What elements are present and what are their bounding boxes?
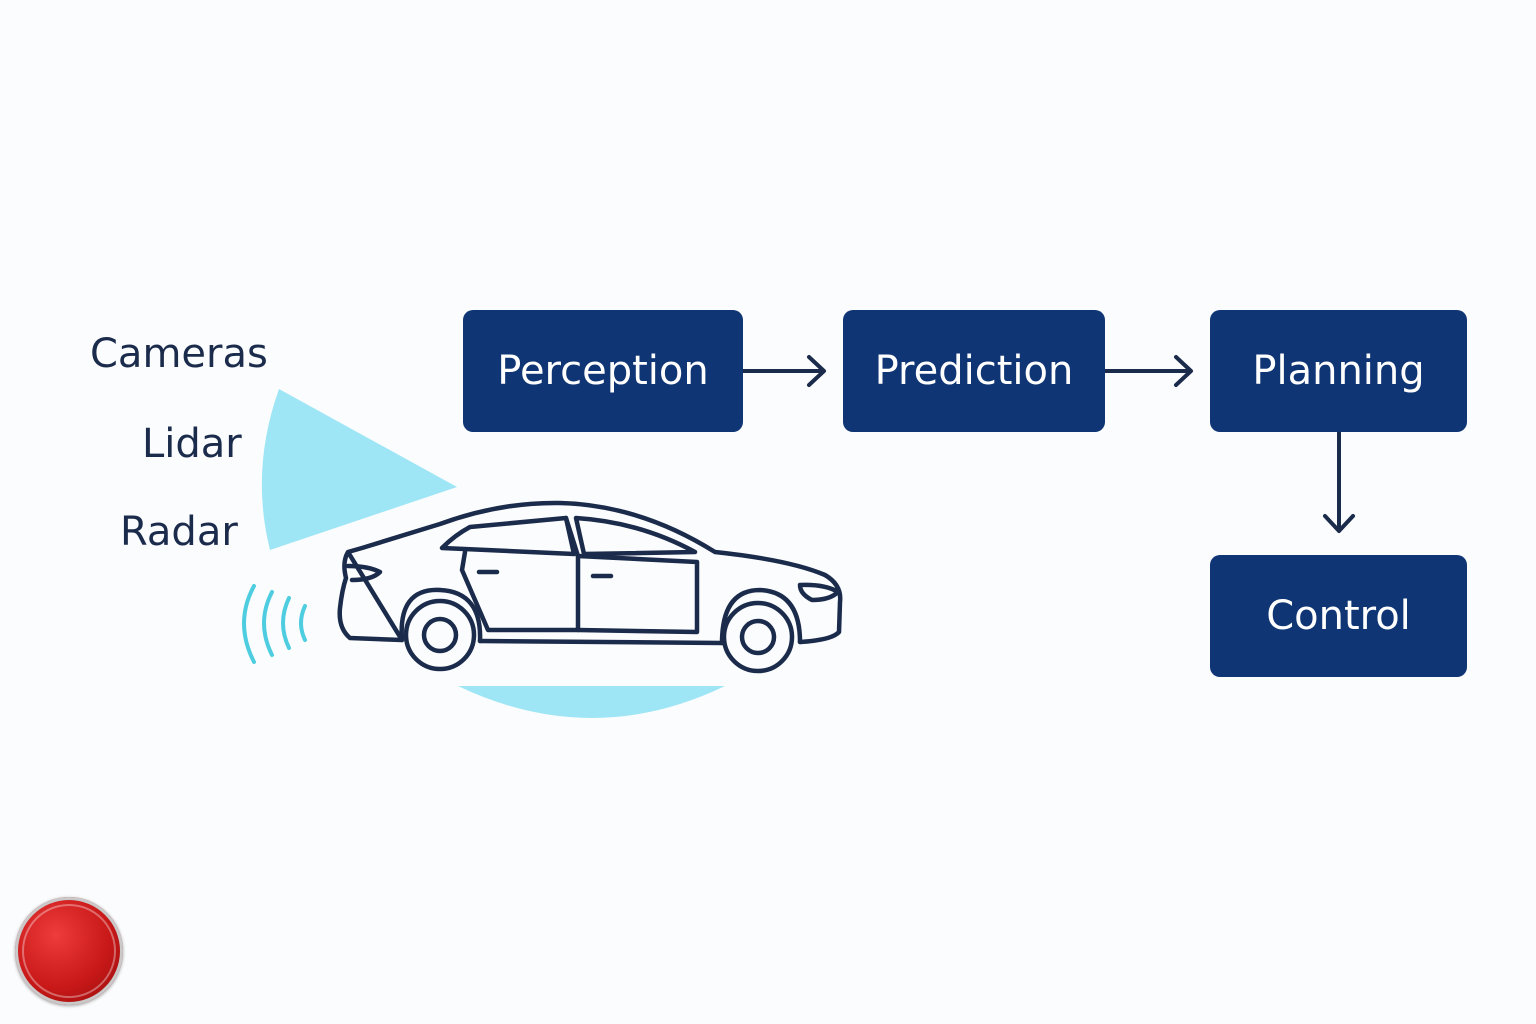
pipeline-arrows xyxy=(741,355,1355,533)
stage-perception: Perception xyxy=(463,310,743,432)
lidar-ground-arc xyxy=(458,686,725,718)
radar-waves-icon xyxy=(242,584,307,664)
sensor-label-cameras: Cameras xyxy=(90,331,268,377)
stage-control: Control xyxy=(1210,555,1467,677)
sensor-label-lidar: Lidar xyxy=(142,421,242,467)
arrow-prediction-to-planning xyxy=(1103,355,1193,387)
stage-planning-label: Planning xyxy=(1252,348,1425,394)
sensor-label-radar: Radar xyxy=(120,509,238,555)
td-logo-icon xyxy=(15,897,123,1005)
camera-fov-cone xyxy=(261,389,457,550)
stage-control-label: Control xyxy=(1266,593,1411,639)
logo-ring xyxy=(22,904,116,998)
arrow-perception-to-prediction xyxy=(741,355,826,387)
arrow-planning-to-control xyxy=(1323,430,1355,533)
stage-planning: Planning xyxy=(1210,310,1467,432)
stage-prediction-label: Prediction xyxy=(874,348,1074,394)
stage-perception-label: Perception xyxy=(497,348,709,394)
car-outline-icon xyxy=(337,500,843,674)
stage-prediction: Prediction xyxy=(843,310,1105,432)
